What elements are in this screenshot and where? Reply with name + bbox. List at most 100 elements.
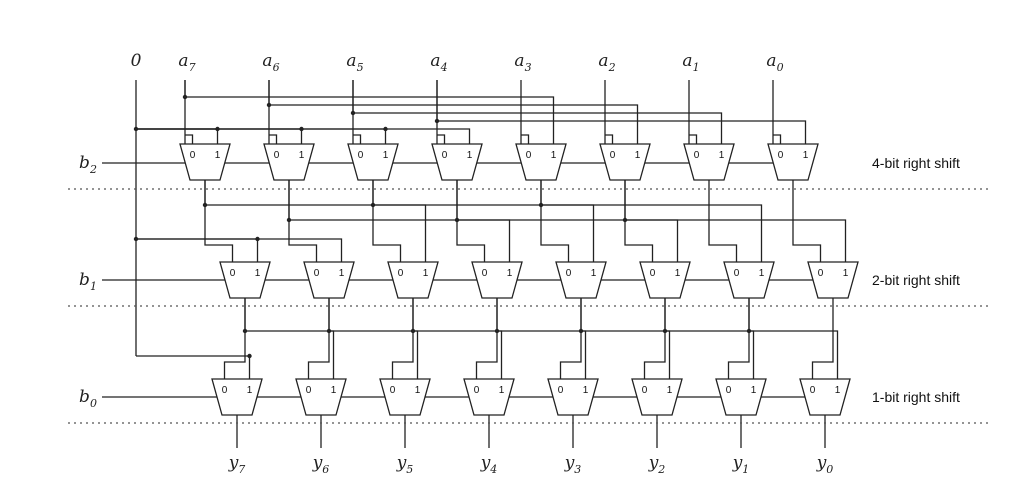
mux-input-0-label: 0 [694, 150, 700, 161]
input-a-label: a2 [598, 51, 615, 74]
mux-input-1-label: 1 [675, 268, 681, 279]
output-y-label: y4 [480, 453, 498, 476]
a-to-in0-wire [437, 134, 446, 144]
mux-body [599, 143, 651, 181]
a-to-in0-wire [353, 134, 362, 144]
mux-input-0-label: 0 [306, 385, 312, 396]
mux-body [431, 143, 483, 181]
mux-input-1-label: 1 [719, 150, 725, 161]
junction-dot [133, 126, 139, 132]
input-a-label: a5 [346, 51, 363, 74]
input-a-label: a0 [766, 51, 783, 74]
mux-body [295, 378, 347, 416]
mux-input-0-label: 0 [650, 268, 656, 279]
pass-through-wire [288, 180, 318, 262]
mux-input-0-label: 0 [558, 385, 564, 396]
a-to-in0-wire [605, 134, 614, 144]
a-to-in0-wire [689, 134, 698, 144]
mux-body [515, 143, 567, 181]
stage-separators [68, 188, 990, 424]
junction-dot [454, 217, 460, 223]
shift-wire [244, 298, 335, 379]
shift-wire [352, 80, 723, 144]
pass-through-wire [475, 298, 498, 379]
junction-dot [578, 328, 584, 334]
mux-input-1-label: 1 [423, 268, 429, 279]
junction-dot [538, 202, 544, 208]
zero-fill-wire [136, 128, 471, 144]
output-y-label: y7 [228, 453, 246, 476]
zero-fill-wire [136, 128, 387, 144]
mux-body [631, 378, 683, 416]
shift-wire [748, 298, 839, 379]
junction-dot [350, 110, 356, 116]
mux-input-0-label: 0 [734, 268, 740, 279]
stage-label: 2-bit right shift [872, 272, 960, 288]
shift-wire [580, 298, 671, 379]
mux-input-1-label: 1 [843, 268, 849, 279]
mux-input-0-label: 0 [642, 385, 648, 396]
zero-fill-wire [136, 238, 259, 262]
mux-input-1-label: 1 [467, 150, 473, 161]
a-to-in0-wire [773, 134, 782, 144]
mux-input-1-label: 1 [255, 268, 261, 279]
mux-body [379, 378, 431, 416]
junction-dot [622, 217, 628, 223]
mux-input-0-label: 0 [566, 268, 572, 279]
pass-through-wire [708, 180, 738, 262]
junction-dot [746, 328, 752, 334]
select-label: b1 [79, 270, 97, 293]
mux-input-1-label: 1 [215, 150, 221, 161]
mux-input-0-label: 0 [442, 150, 448, 161]
select-label: b0 [79, 387, 97, 410]
a-to-in0-wire [185, 134, 194, 144]
mux-body [303, 261, 355, 299]
pass-through-wire [643, 298, 666, 379]
mux-input-0-label: 0 [526, 150, 532, 161]
mux-input-0-label: 0 [190, 150, 196, 161]
shift-wire [412, 298, 503, 379]
mux-body [767, 143, 819, 181]
mux-body [723, 261, 775, 299]
mux-input-0-label: 0 [818, 268, 824, 279]
junction-dot [286, 217, 292, 223]
mux-body [463, 378, 515, 416]
shift-wire [328, 298, 419, 379]
a-to-in0-wire [269, 134, 278, 144]
pass-through-wire [727, 298, 750, 379]
mux-body [639, 261, 691, 299]
output-y-label: y1 [732, 453, 750, 476]
pass-through-wire [307, 298, 330, 379]
pass-through-wire [540, 180, 570, 262]
pass-through-wire [792, 180, 822, 262]
mux-body [387, 261, 439, 299]
mux-body [715, 378, 767, 416]
output-y-label: y0 [816, 453, 834, 476]
output-y-label: y3 [564, 453, 582, 476]
junction-dot [662, 328, 668, 334]
zero-fill-wire [136, 355, 251, 379]
mux-body [347, 143, 399, 181]
mux-input-0-label: 0 [230, 268, 236, 279]
pass-through-wire [456, 180, 486, 262]
mux-body [471, 261, 523, 299]
junction-dot [434, 118, 440, 124]
input-a-label: a3 [514, 51, 531, 74]
zero-input-label: 0 [131, 51, 142, 71]
stage-label: 4-bit right shift [872, 155, 960, 171]
shift-wire [268, 80, 639, 144]
mux-body [211, 378, 263, 416]
